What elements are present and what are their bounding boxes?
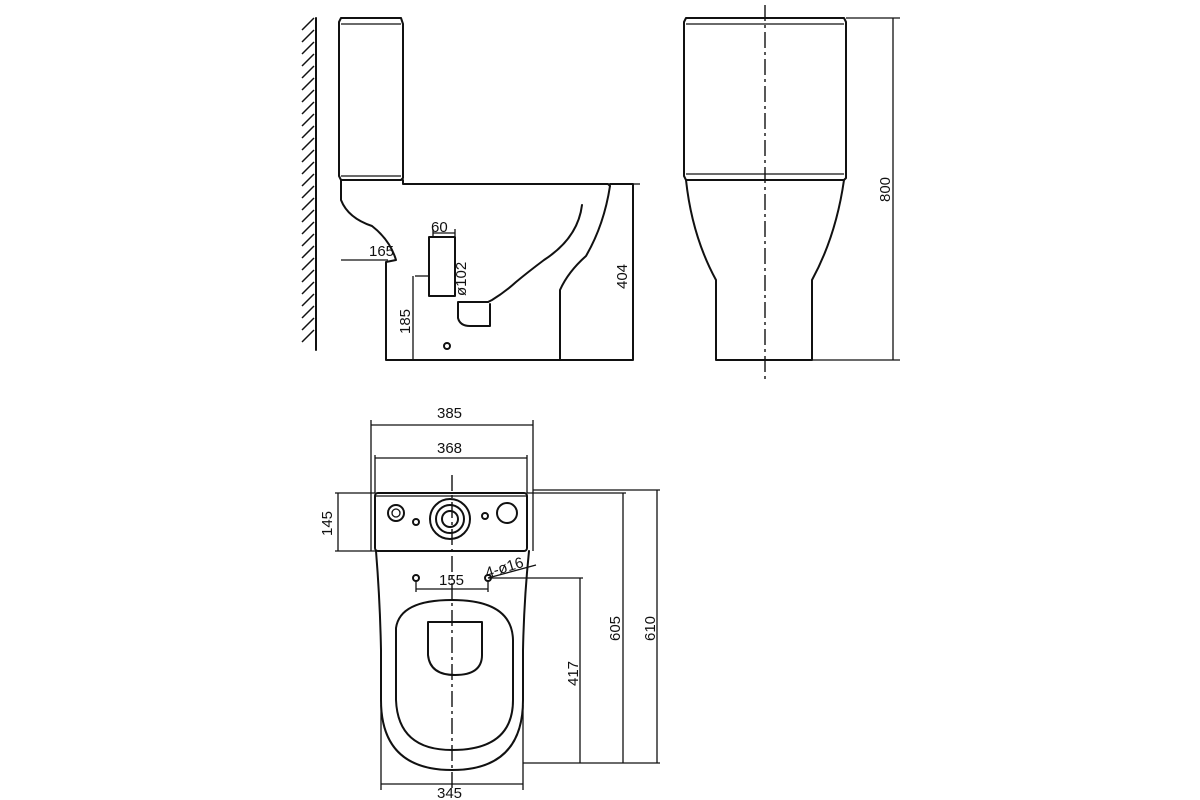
dim-outlet-height: 185 bbox=[397, 309, 414, 334]
top-dimensions bbox=[335, 420, 660, 790]
front-view: 800 bbox=[683, 5, 900, 380]
outlet-pipe bbox=[415, 236, 456, 297]
front-dimensions bbox=[812, 17, 900, 361]
dim-bolt-spacing: 155 bbox=[439, 572, 464, 589]
dim-bowl-center-depth: 417 bbox=[565, 661, 582, 686]
dim-depth-to-tank: 605 bbox=[607, 616, 624, 641]
dim-total-depth: 610 bbox=[642, 616, 659, 641]
dim-bowl-width: 345 bbox=[437, 785, 462, 800]
flush-button-right bbox=[496, 502, 518, 524]
flush-valve-inner bbox=[441, 510, 459, 528]
side-bowl bbox=[340, 179, 634, 361]
dim-wall-offset: 165 bbox=[369, 243, 394, 260]
dim-bowl-height: 404 bbox=[614, 264, 631, 289]
flush-button-left bbox=[387, 504, 405, 522]
dim-total-height: 800 bbox=[877, 177, 894, 202]
top-bowl bbox=[375, 550, 530, 771]
front-bowl bbox=[685, 179, 845, 361]
dim-tank-width: 368 bbox=[437, 440, 462, 457]
wall-hatching bbox=[301, 17, 317, 351]
side-cistern bbox=[338, 17, 404, 181]
dim-overall-width: 385 bbox=[437, 405, 462, 422]
side-view: 165 60 ø102 185 404 bbox=[301, 17, 640, 361]
flush-valve-outer bbox=[429, 498, 471, 540]
dim-tank-depth: 145 bbox=[319, 511, 336, 536]
top-cistern bbox=[374, 492, 528, 552]
side-dimensions bbox=[412, 183, 640, 360]
dim-outlet-width: 60 bbox=[431, 219, 448, 236]
flush-valve-mid bbox=[435, 504, 465, 534]
top-view: 385 368 145 155 4-ø16 417 605 610 345 bbox=[319, 405, 660, 800]
dim-outlet-diameter: ø102 bbox=[453, 262, 470, 296]
